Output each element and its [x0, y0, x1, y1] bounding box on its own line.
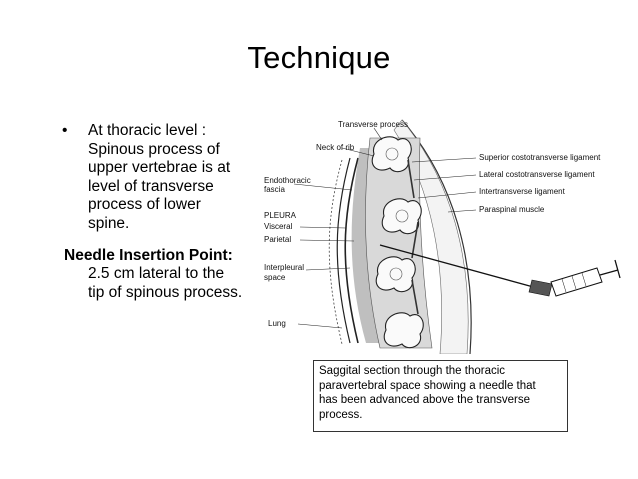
- label-lung: Lung: [268, 319, 286, 328]
- anatomy-figure: Transverse process Neck of rib Superior …: [262, 118, 630, 354]
- bullet-line: upper vertebrae is at: [88, 159, 231, 176]
- bullet-line: spine.: [88, 214, 130, 232]
- bullet-line: Spinous process of: [88, 140, 220, 158]
- caption-line: has been advanced above the transverse: [319, 394, 530, 406]
- label-space: space: [264, 273, 286, 282]
- vertebra-4: [383, 312, 424, 349]
- leader-lines: [293, 127, 477, 329]
- syringe-mark: [571, 275, 577, 290]
- syringe-mark: [561, 278, 567, 293]
- needle-point-line: 2.5 cm lateral to the: [88, 265, 225, 282]
- bullet-line: level of transverse: [88, 177, 214, 195]
- label-paraspinal: Paraspinal muscle: [479, 205, 545, 214]
- caption-line: process.: [319, 408, 363, 421]
- costotransverse-ligament: [407, 159, 419, 315]
- label-fascia: fascia: [264, 185, 285, 194]
- pleura-line-parietal: [344, 157, 359, 344]
- needle-point-text: 2.5 cm lateral to the tip of spinous pro…: [88, 265, 288, 302]
- label-superior-ligament: Superior costotransverse ligament: [479, 153, 601, 162]
- bullet-item: • At thoracic level : Spinous process of…: [62, 122, 277, 233]
- bullet-text: At thoracic level : Spinous process of u…: [88, 122, 277, 233]
- bullet-marker: •: [62, 122, 68, 139]
- syringe-barrel: [550, 267, 603, 297]
- syringe-mark: [581, 272, 587, 287]
- label-endothoracic: Endothoracic: [264, 176, 311, 185]
- caption-line: paravertebral space showing a needle tha…: [319, 379, 536, 392]
- needle: [379, 244, 538, 289]
- needle-point-line: tip of spinous process.: [88, 283, 243, 301]
- lung-edge: [328, 159, 343, 345]
- label-intertransverse: Intertransverse ligament: [479, 187, 566, 196]
- vertebra-3: [375, 256, 416, 293]
- label-visceral: Visceral: [264, 222, 293, 231]
- paraspinal-muscle: [393, 119, 469, 354]
- caption-line: Saggital section through the thoracic: [319, 365, 506, 377]
- bullet-line: At thoracic level :: [88, 122, 207, 139]
- syringe-hub: [528, 279, 553, 297]
- bullet-list: • At thoracic level : Spinous process of…: [62, 122, 277, 233]
- vertebra-2: [381, 198, 422, 235]
- anatomy-illustration: Transverse process Neck of rib Superior …: [264, 119, 621, 354]
- label-transverse-process: Transverse process: [338, 120, 408, 129]
- pleura-line-visceral: [336, 157, 351, 344]
- label-neck-of-rib: Neck of rib: [316, 143, 355, 152]
- figure-caption: Saggital section through the thoracic pa…: [313, 360, 568, 432]
- needle-point-heading: Needle Insertion Point:: [64, 247, 233, 264]
- syringe-plunger: [599, 259, 621, 279]
- label-lateral-ligament: Lateral costotransverse ligament: [479, 170, 595, 179]
- bullet-line: process of lower: [88, 196, 201, 213]
- label-parietal: Parietal: [264, 235, 291, 244]
- slide-title: Technique: [247, 40, 391, 75]
- label-interpleural: Interpleural: [264, 263, 304, 272]
- label-pleura: PLEURA: [264, 211, 297, 220]
- needle-syringe: [379, 244, 621, 297]
- vertebra-1: [371, 136, 412, 173]
